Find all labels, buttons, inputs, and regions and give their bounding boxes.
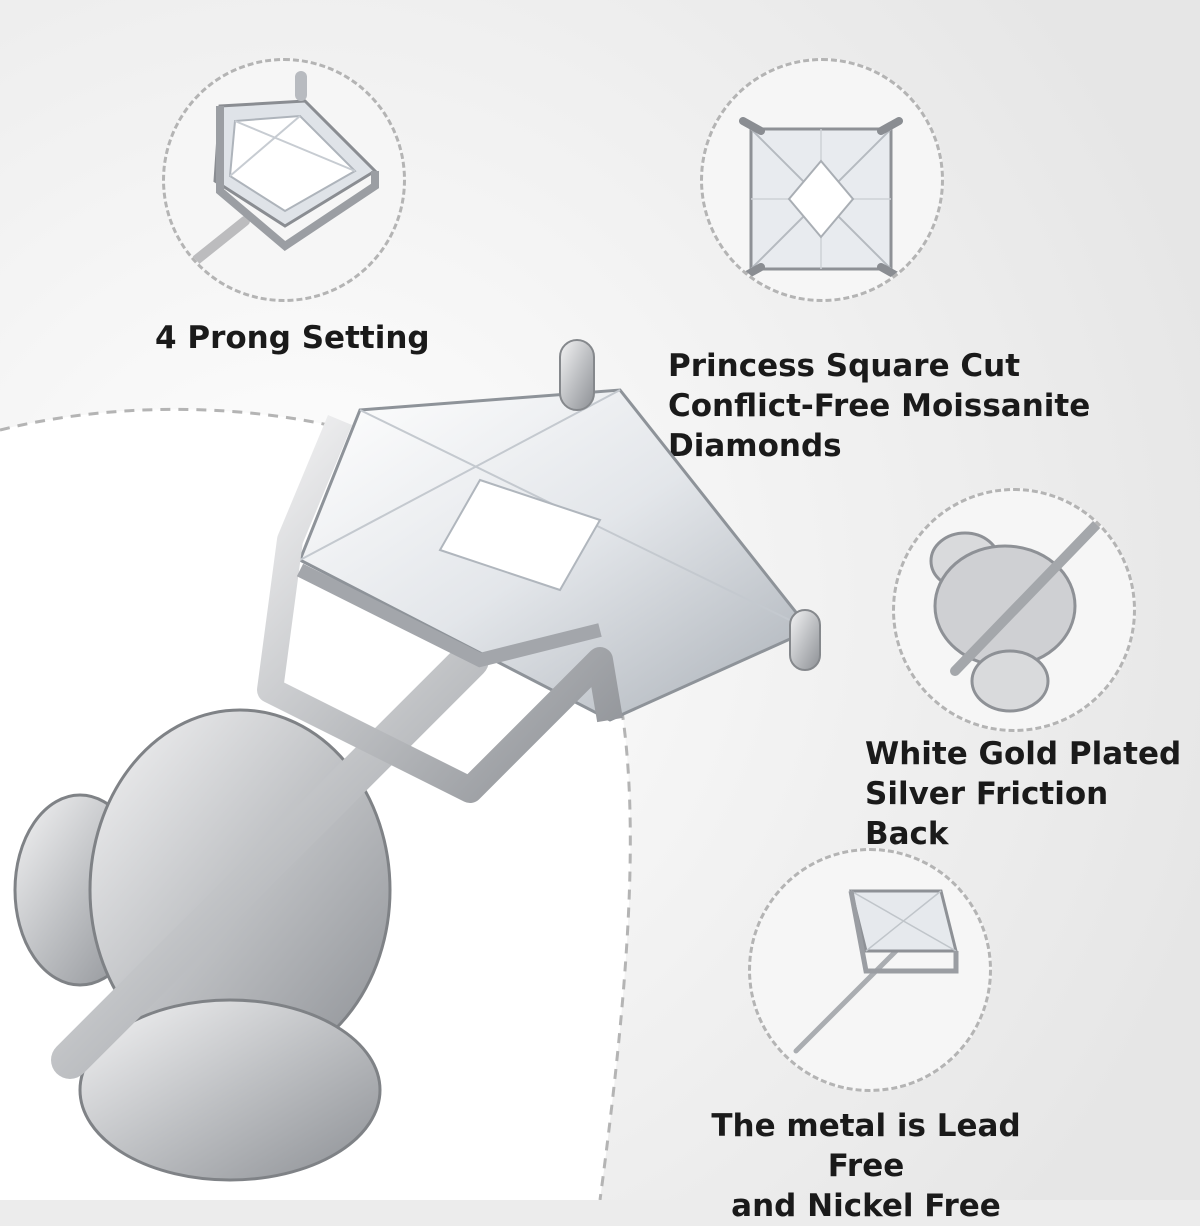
princess-cut-line-2: Conflict-Free Moissanite	[668, 388, 1091, 424]
friction-back-label: White Gold Plated Silver Friction Back	[865, 734, 1200, 854]
friction-back-circle	[892, 488, 1136, 732]
prong-right	[789, 609, 821, 671]
princess-cut-label: Princess Square Cut Conflict-Free Moissa…	[668, 346, 1090, 466]
prong-basket	[257, 415, 623, 803]
earring-post	[51, 641, 489, 1079]
earring-main-image	[13, 339, 821, 1182]
princess-cut-line-3: Diamonds	[668, 428, 842, 464]
stud-side-icon	[793, 889, 959, 1054]
friction-back-icon	[929, 516, 1105, 713]
prong-setting-circle	[162, 58, 406, 302]
prong-setting-icon	[190, 71, 379, 266]
prong-top	[559, 339, 595, 411]
prong-setting-label: 4 Prong Setting	[155, 318, 430, 358]
prong-setting-text: 4 Prong Setting	[155, 320, 430, 356]
stud-side-circle	[748, 848, 992, 1092]
princess-cut-circle	[700, 58, 944, 302]
lead-free-line-1: The metal is Lead Free	[711, 1108, 1021, 1184]
princess-cut-line-1: Princess Square Cut	[668, 348, 1021, 384]
friction-back-lower	[78, 998, 382, 1182]
friction-back-line-1: White Gold Plated	[865, 736, 1182, 772]
friction-back-line-2: Silver Friction Back	[865, 776, 1109, 852]
princess-cut-icon	[739, 117, 903, 281]
